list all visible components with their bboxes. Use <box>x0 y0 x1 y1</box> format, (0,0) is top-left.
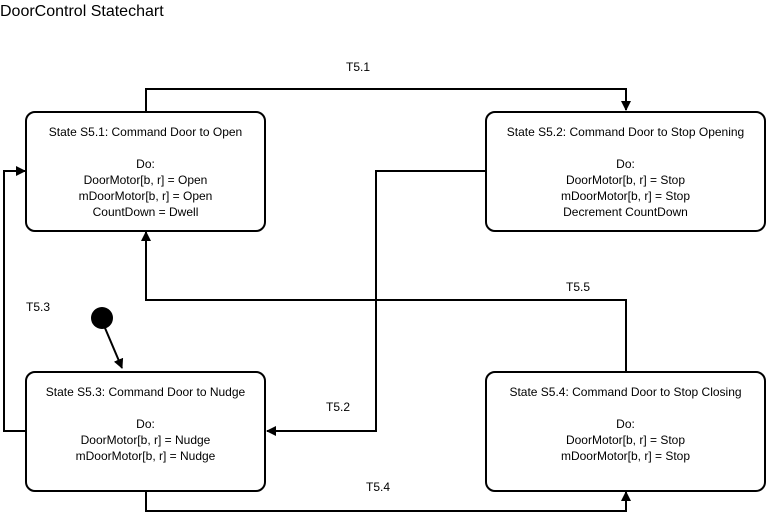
transition-t54-label: T5.4 <box>366 480 391 494</box>
state-s51-action: CountDown = Dwell <box>92 205 199 219</box>
transition-t55-label: T5.5 <box>566 280 591 294</box>
transition-t51-arrow <box>145 88 631 111</box>
transition-t53-label: T5.3 <box>26 300 51 314</box>
state-s52[interactable]: State S5.2: Command Door to Stop Opening… <box>485 111 766 232</box>
state-s53-name: State S5.3: Command Door to Nudge <box>45 385 246 399</box>
state-s52-action: Decrement CountDown <box>563 205 688 219</box>
state-s53-action: mDoorMotor[b, r] = Nudge <box>75 449 216 463</box>
state-s52-action: DoorMotor[b, r] = Stop <box>565 173 686 187</box>
state-s51-name: State S5.1: Command Door to Open <box>48 125 243 139</box>
state-s51-action: mDoorMotor[b, r] = Open <box>78 189 213 203</box>
state-s53[interactable]: State S5.3: Command Door to Nudge Do: Do… <box>25 371 266 492</box>
state-s54-name: State S5.4: Command Door to Stop Closing <box>509 385 742 399</box>
transition-t52-label: T5.2 <box>326 400 351 414</box>
state-s54-do-label: Do: <box>616 417 635 431</box>
state-s51-do-label: Do: <box>136 157 155 171</box>
state-s53-do-label: Do: <box>136 417 155 431</box>
transition-t54-arrow <box>145 491 631 512</box>
state-s51-action: DoorMotor[b, r] = Open <box>83 173 208 187</box>
state-s54-action: DoorMotor[b, r] = Stop <box>565 433 686 447</box>
state-s54[interactable]: State S5.4: Command Door to Stop Closing… <box>485 371 766 492</box>
diagram-title: DoorControl Statechart <box>0 3 164 20</box>
state-s52-action: mDoorMotor[b, r] = Stop <box>560 189 691 203</box>
transition-t53-arrow <box>3 166 26 432</box>
transition-t55-arrow <box>141 231 627 371</box>
initial-transition-arrow <box>104 327 124 369</box>
initial-state-dot <box>91 307 113 329</box>
state-s53-action: DoorMotor[b, r] = Nudge <box>80 433 211 447</box>
state-s52-name: State S5.2: Command Door to Stop Opening <box>506 125 745 139</box>
transition-t51-label: T5.1 <box>346 60 371 74</box>
state-s52-do-label: Do: <box>616 157 635 171</box>
state-s51[interactable]: State S5.1: Command Door to Open Do: Doo… <box>25 111 266 232</box>
state-s54-action: mDoorMotor[b, r] = Stop <box>560 449 691 463</box>
